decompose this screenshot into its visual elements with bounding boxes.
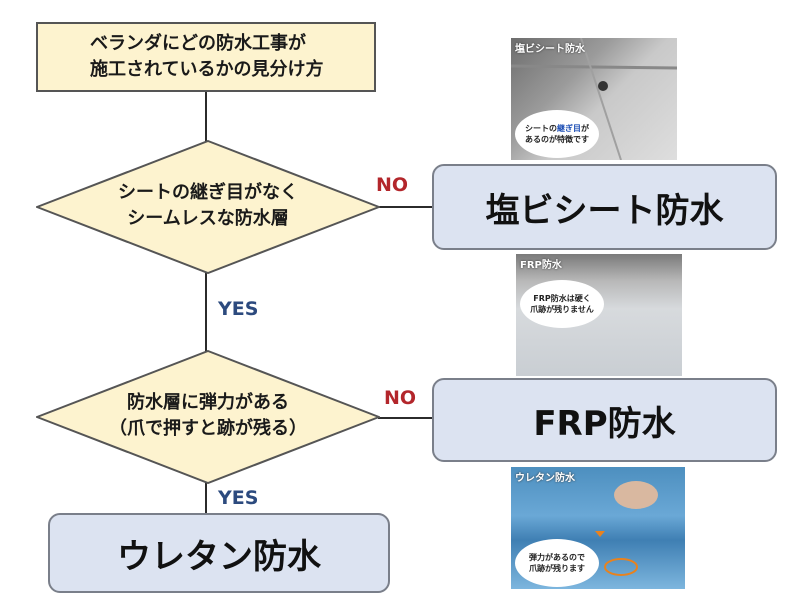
- connector-q1-q2: [205, 272, 207, 352]
- yes-label-2: YES: [218, 487, 259, 509]
- result-frp-label: FRP防水: [533, 403, 676, 444]
- start-line-1: ベランダにどの防水工事が: [90, 33, 306, 54]
- start-line-2: 施工されているかの見分け方: [90, 59, 324, 80]
- photo-frp-bubble-line-1: FRP防水は硬く: [533, 294, 591, 303]
- result-pvc-sheet-label: 塩ビシート防水: [485, 190, 724, 231]
- decision-diamond-2: [36, 350, 380, 484]
- bubble-text-pre: シートの: [525, 124, 557, 133]
- result-urethane: ウレタン防水: [48, 513, 390, 593]
- result-urethane-label: ウレタン防水: [117, 536, 321, 577]
- decision-2-line-2: （爪で押すと跡が残る）: [109, 418, 307, 439]
- photo-urethane-title: ウレタン防水: [515, 473, 575, 484]
- no-label-2: NO: [384, 387, 417, 409]
- decision-2-line-1: 防水層に弾力がある: [127, 392, 289, 413]
- photo-pvc-sheet-bubble-line-1: シートの継ぎ目が: [525, 123, 589, 134]
- decision-diamond-1: [36, 140, 380, 274]
- photo-pvc-sheet-bubble: シートの継ぎ目が あるのが特徴です: [515, 110, 599, 158]
- decision-1-line-2: シームレスな防水層: [127, 208, 289, 229]
- connector-q2-result: [205, 480, 207, 514]
- photo-frp-bubble: FRP防水は硬く 爪跡が残りません: [520, 280, 604, 328]
- photo-pvc-sheet: 塩ビシート防水 シートの継ぎ目が あるのが特徴です: [511, 38, 677, 160]
- photo-urethane-finger: [595, 481, 658, 576]
- result-frp: FRP防水: [432, 378, 777, 462]
- photo-urethane-bubble-line-1: 弾力があるので: [529, 553, 585, 562]
- photo-frp: FRP防水 FRP防水は硬く 爪跡が残りません: [516, 254, 682, 376]
- no-label-1: NO: [376, 174, 409, 196]
- connector-start-q1: [205, 92, 207, 172]
- photo-urethane-bubble: 弾力があるので 爪跡が残ります: [515, 539, 599, 587]
- yes-label-1: YES: [218, 298, 259, 320]
- bubble-text-emphasis: 継ぎ目: [557, 124, 581, 133]
- photo-frp-bubble-line-2: 爪跡が残りません: [530, 305, 594, 314]
- photo-frp-title: FRP防水: [520, 260, 562, 271]
- bubble-text-post: が: [581, 124, 589, 133]
- photo-pvc-sheet-seam: [511, 38, 677, 160]
- start-box: ベランダにどの防水工事が 施工されているかの見分け方: [36, 22, 376, 92]
- photo-urethane-bubble-line-2: 爪跡が残ります: [529, 564, 585, 573]
- connector-q1-no: [378, 206, 434, 208]
- result-pvc-sheet: 塩ビシート防水: [432, 164, 777, 250]
- decision-1-line-1: シートの継ぎ目がなく: [118, 182, 298, 203]
- connector-q2-no: [378, 417, 434, 419]
- photo-pvc-sheet-title: 塩ビシート防水: [515, 44, 585, 55]
- decision-1-text: シートの継ぎ目がなく シームレスな防水層: [96, 180, 320, 232]
- photo-urethane: ウレタン防水 弾力があるので 爪跡が残ります: [511, 467, 685, 589]
- photo-pvc-sheet-bubble-line-2: あるのが特徴です: [525, 135, 589, 144]
- decision-2-text: 防水層に弾力がある （爪で押すと跡が残る）: [96, 390, 320, 442]
